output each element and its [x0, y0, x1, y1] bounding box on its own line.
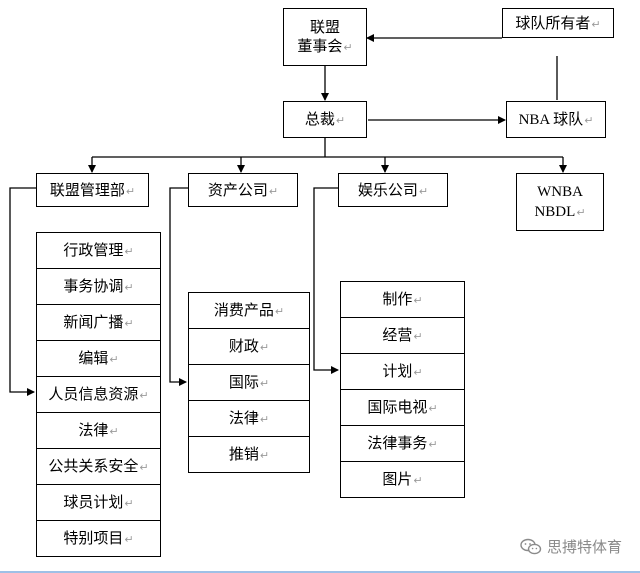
league-mgmt-item: 人员信息资源↵	[36, 376, 161, 413]
assets-branch	[169, 187, 188, 386]
watermark: 思搏特体育	[520, 536, 622, 557]
paragraph-mark-icon: ↵	[428, 402, 438, 416]
owners-node: 球队所有者↵	[502, 8, 614, 38]
assets-item: 财政↵	[188, 328, 310, 365]
paragraph-mark-icon: ↵	[259, 449, 270, 463]
board-label-line1: 联盟	[309, 18, 340, 37]
league-mgmt-item: 新闻广播↵	[36, 304, 161, 341]
paragraph-mark-icon: ↵	[109, 425, 119, 439]
board-node: 联盟 董事会↵	[283, 8, 367, 66]
league-mgmt-item: 法律↵	[36, 412, 161, 449]
wnba-nbdl-node: WNBA NBDL↵	[516, 173, 604, 231]
paragraph-mark-icon: ↵	[343, 41, 353, 54]
wnba-label: WNBA	[537, 183, 583, 200]
paragraph-mark-icon: ↵	[576, 205, 586, 219]
assets-item: 国际↵	[188, 364, 310, 401]
paragraph-mark-icon: ↵	[259, 341, 270, 355]
league-mgmt-item-label: 人员信息资源	[48, 385, 139, 404]
nba-teams-node: NBA 球队↵	[506, 101, 606, 138]
assets-label: 资产公司	[207, 180, 268, 199]
entertainment-item-label: 计划	[382, 362, 413, 381]
league-mgmt-item-label: 行政管理	[63, 241, 124, 260]
president-node: 总裁↵	[283, 101, 367, 138]
league-mgmt-item: 事务协调↵	[36, 268, 161, 305]
paragraph-mark-icon: ↵	[584, 113, 594, 127]
assets-item: 推销↵	[188, 436, 310, 473]
entertainment-branch	[313, 187, 339, 374]
league-mgmt-label: 联盟管理部	[49, 180, 125, 199]
paragraph-mark-icon: ↵	[418, 184, 429, 198]
entertainment-item: 法律事务↵	[340, 425, 465, 462]
paragraph-mark-icon: ↵	[139, 461, 149, 475]
paragraph-mark-icon: ↵	[413, 294, 423, 308]
entertainment-item-label: 经营	[382, 326, 413, 345]
league-mgmt-item-label: 编辑	[78, 349, 109, 368]
paragraph-mark-icon: ↵	[335, 114, 346, 128]
league-mgmt-node: 联盟管理部↵	[36, 173, 149, 207]
league-mgmt-item-label: 新闻广播	[63, 313, 124, 332]
paragraph-mark-icon: ↵	[259, 413, 270, 427]
entertainment-item-label: 国际电视	[367, 398, 428, 417]
paragraph-mark-icon: ↵	[428, 438, 438, 452]
paragraph-mark-icon: ↵	[124, 497, 134, 511]
paragraph-mark-icon: ↵	[259, 377, 270, 391]
paragraph-mark-icon: ↵	[268, 184, 279, 198]
league-mgmt-item: 球员计划↵	[36, 484, 161, 521]
entertainment-item: 图片↵	[340, 461, 465, 498]
paragraph-mark-icon: ↵	[124, 281, 134, 295]
entertainment-item: 制作↵	[340, 281, 465, 318]
entertainment-item: 国际电视↵	[340, 389, 465, 426]
owners-label: 球队所有者	[515, 13, 591, 32]
paragraph-mark-icon: ↵	[125, 184, 136, 198]
league-mgmt-item-label: 事务协调	[63, 277, 124, 296]
league-mgmt-item: 特别项目↵	[36, 520, 161, 557]
entertainment-node: 娱乐公司↵	[338, 173, 448, 207]
league-mgmt-item-label: 球员计划	[63, 493, 124, 512]
assets-node: 资产公司↵	[188, 173, 298, 207]
assets-item-label: 消费产品	[213, 301, 274, 320]
assets-item-label: 法律	[228, 409, 259, 428]
paragraph-mark-icon: ↵	[413, 474, 423, 488]
league-mgmt-item: 编辑↵	[36, 340, 161, 377]
paragraph-mark-icon: ↵	[124, 317, 134, 331]
assets-item-label: 国际	[228, 373, 259, 392]
paragraph-mark-icon: ↵	[124, 533, 134, 547]
nba-teams-label: NBA 球队	[518, 111, 584, 128]
paragraph-mark-icon: ↵	[274, 305, 285, 319]
entertainment-label: 娱乐公司	[357, 180, 418, 199]
league-mgmt-item-label: 特别项目	[63, 529, 124, 548]
entertainment-item-label: 制作	[382, 290, 413, 309]
league-mgmt-item-label: 法律	[78, 421, 109, 440]
assets-item-label: 财政	[228, 337, 259, 356]
president-label: 总裁	[304, 110, 335, 129]
league-mgmt-item: 公共关系安全↵	[36, 448, 161, 485]
entertainment-item-label: 法律事务	[367, 434, 428, 453]
assets-item: 法律↵	[188, 400, 310, 437]
league-mgmt-item-label: 公共关系安全	[48, 457, 139, 476]
paragraph-mark-icon: ↵	[109, 353, 119, 367]
nbdl-label: NBDL	[534, 203, 576, 220]
wechat-icon	[520, 538, 542, 554]
paragraph-mark-icon: ↵	[413, 366, 423, 380]
league-mgmt-item: 行政管理↵	[36, 232, 161, 269]
entertainment-item: 计划↵	[340, 353, 465, 390]
bottom-border	[0, 571, 640, 573]
entertainment-item-label: 图片	[382, 470, 413, 489]
board-label-line2: 董事会	[297, 37, 343, 55]
watermark-text: 思搏特体育	[546, 538, 622, 556]
assets-item: 消费产品↵	[188, 292, 310, 329]
paragraph-mark-icon: ↵	[413, 330, 423, 344]
paragraph-mark-icon: ↵	[124, 245, 134, 259]
assets-item-label: 推销	[228, 445, 259, 464]
league-mgmt-branch	[9, 187, 36, 396]
paragraph-mark-icon: ↵	[139, 389, 149, 403]
paragraph-mark-icon: ↵	[591, 17, 601, 31]
entertainment-item: 经营↵	[340, 317, 465, 354]
